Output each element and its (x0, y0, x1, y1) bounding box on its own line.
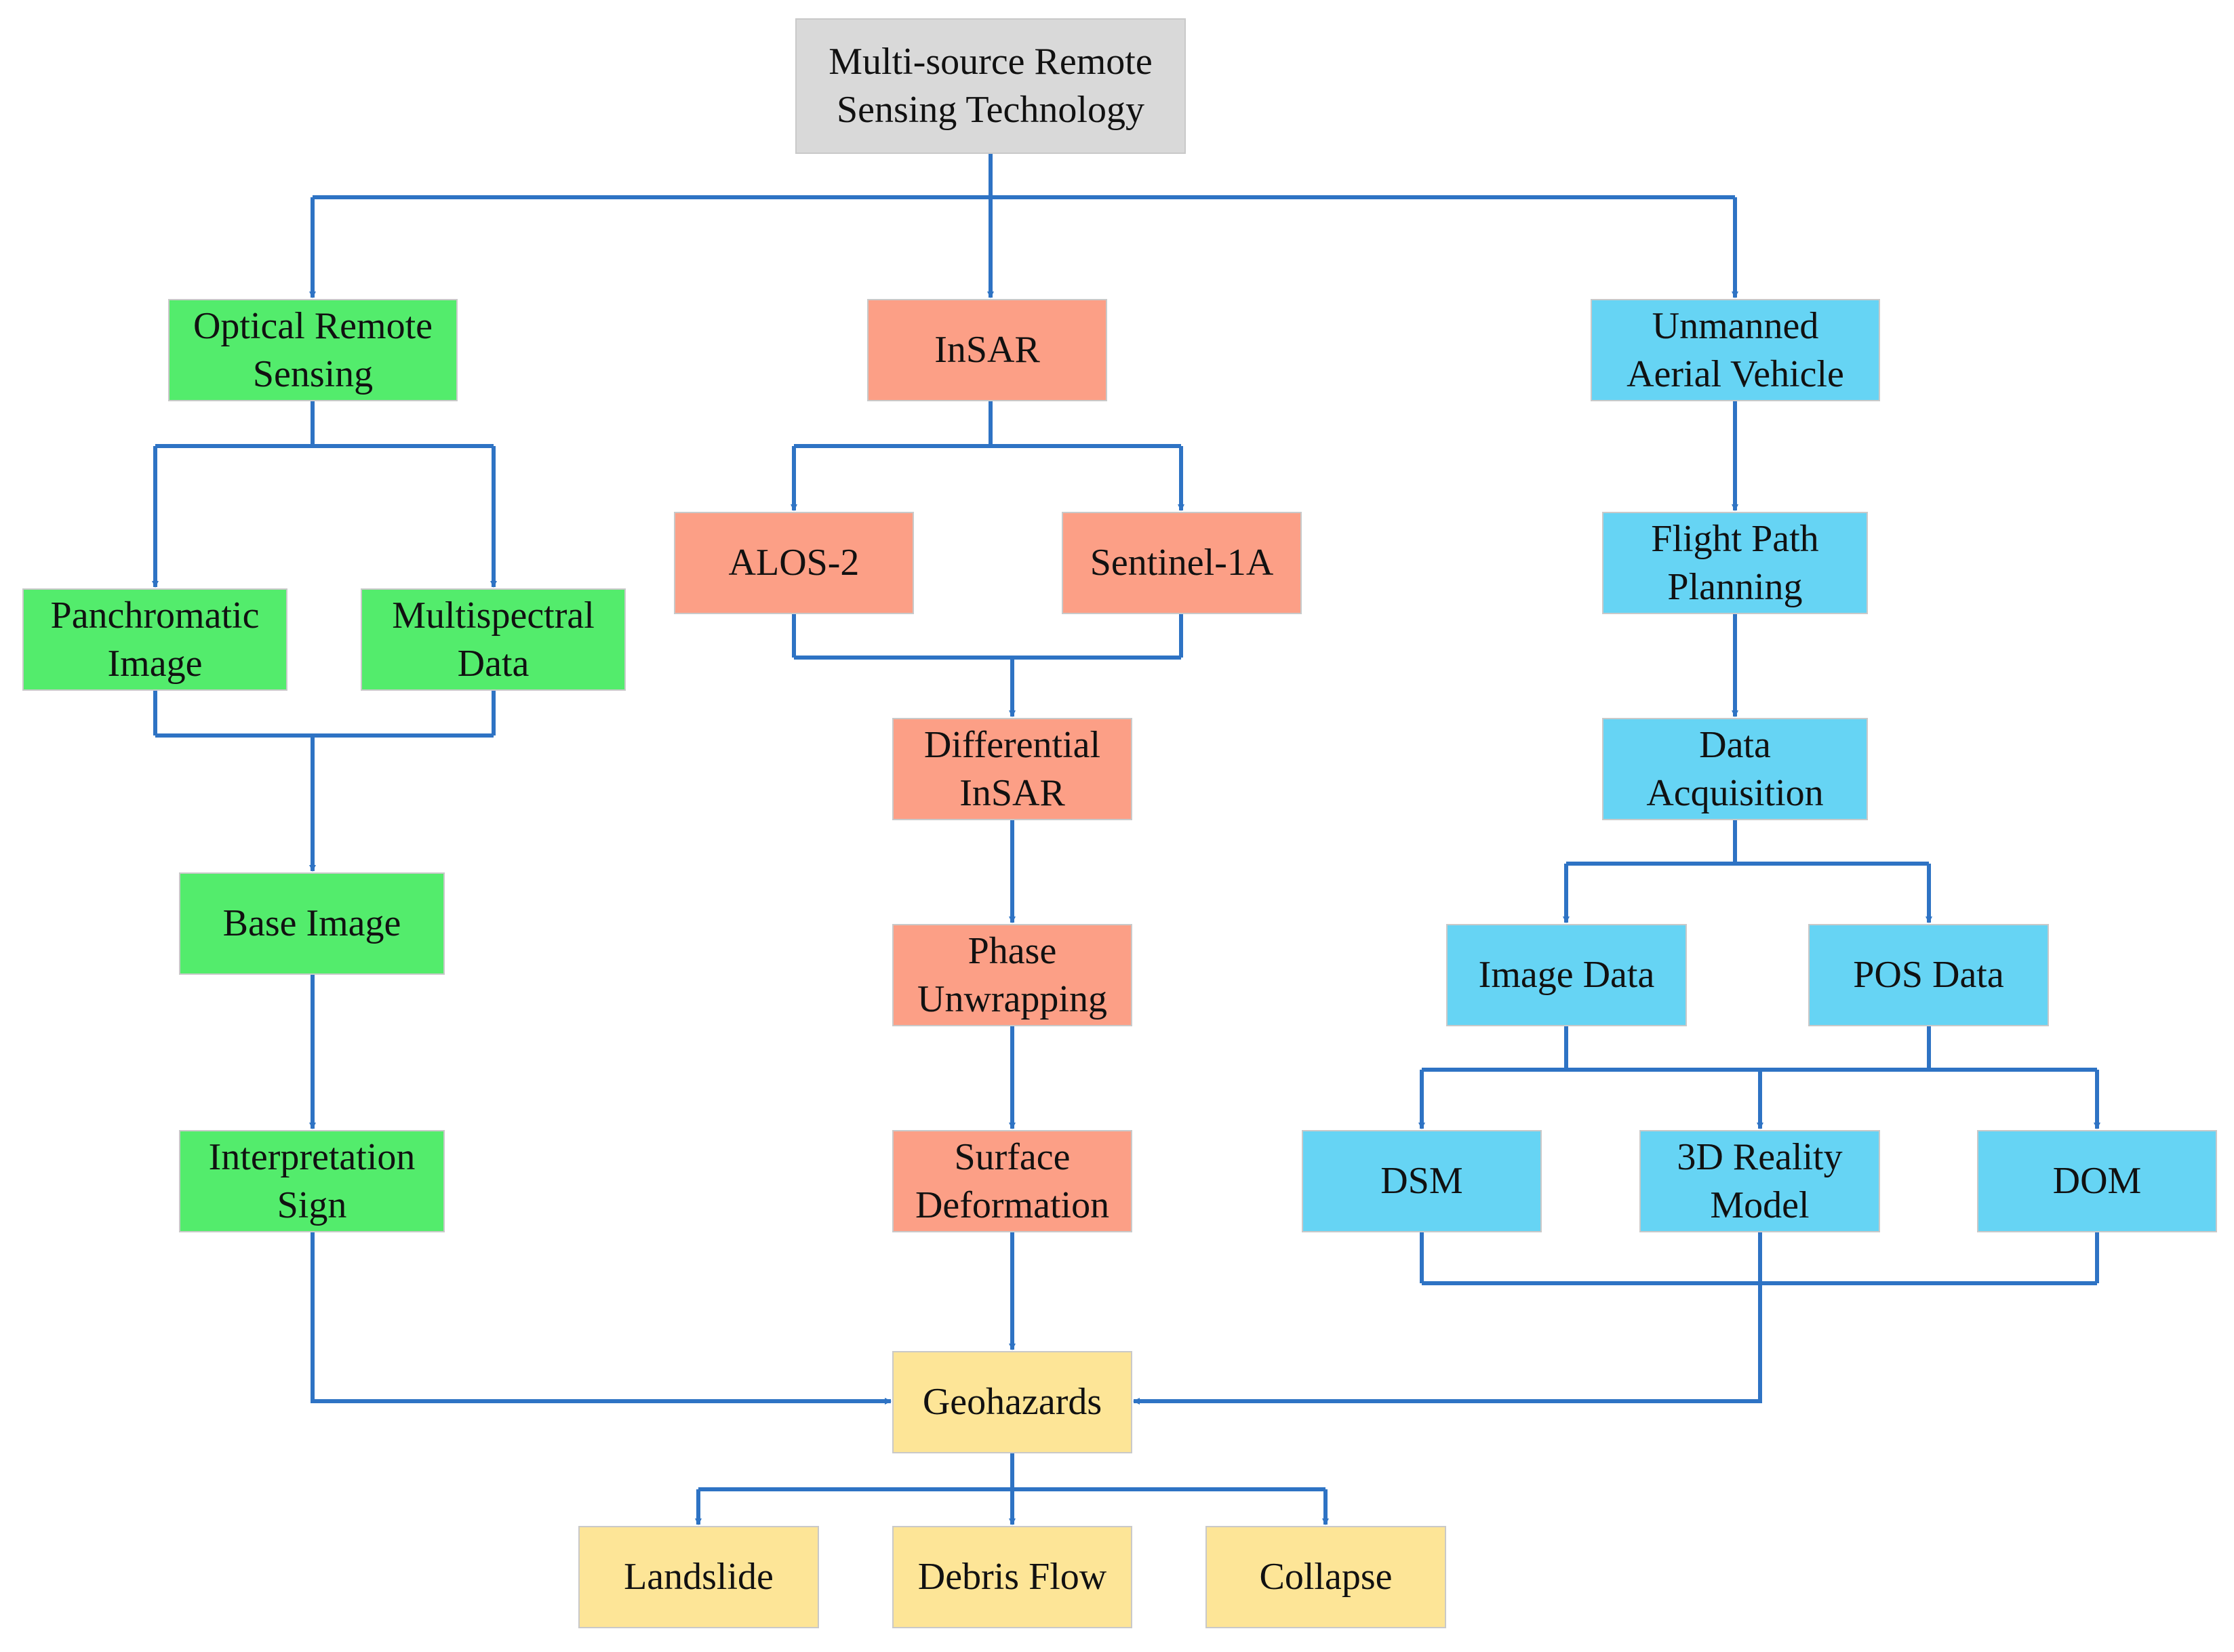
node-interpretation-sign[interactable]: Interpretation Sign (179, 1130, 445, 1232)
arrow-reality-to-geohazards (1133, 1232, 1762, 1405)
node-unmanned-aerial-vehicle[interactable]: Unmanned Aerial Vehicle (1591, 299, 1880, 401)
node-label: 3D Reality Model (1677, 1135, 1843, 1226)
node-multispectral-data[interactable]: Multispectral Data (361, 588, 626, 691)
node-label: POS Data (1853, 954, 2004, 996)
node-label: Geohazards (922, 1381, 1102, 1423)
node-label: Flight Path Planning (1651, 517, 1819, 608)
node-differential-insar[interactable]: Differential InSAR (892, 718, 1132, 820)
node-pos-data[interactable]: POS Data (1808, 924, 2049, 1026)
arrow-interpretation-to-geohazards (311, 1232, 892, 1405)
node-label: Surface Deformation (915, 1135, 1110, 1226)
node-label: Base Image (222, 902, 401, 944)
edges-group (152, 154, 2100, 1525)
node-label: ALOS-2 (728, 542, 860, 584)
node-surface-deformation[interactable]: Surface Deformation (892, 1130, 1132, 1232)
node-multi-source-remote-sensing[interactable]: Multi-source Remote Sensing Technology (795, 18, 1186, 154)
node-label: Debris Flow (917, 1556, 1107, 1598)
node-label: Multi-source Remote Sensing Technology (829, 41, 1153, 131)
node-dsm[interactable]: DSM (1302, 1130, 1542, 1232)
node-label: Sentinel-1A (1090, 542, 1274, 584)
node-image-data[interactable]: Image Data (1446, 924, 1687, 1026)
node-debris-flow[interactable]: Debris Flow (892, 1526, 1132, 1628)
node-label: InSAR (934, 329, 1040, 371)
node-label: Interpretation Sign (208, 1135, 416, 1226)
node-label: Landslide (624, 1556, 774, 1598)
node-optical-remote-sensing[interactable]: Optical Remote Sensing (168, 299, 458, 401)
node-geohazards[interactable]: Geohazards (892, 1351, 1132, 1453)
node-label: Unmanned Aerial Vehicle (1627, 304, 1844, 395)
node-label: Image Data (1478, 954, 1655, 996)
node-phase-unwrapping[interactable]: Phase Unwrapping (892, 924, 1132, 1026)
node-base-image[interactable]: Base Image (179, 872, 445, 975)
node-panchromatic-image[interactable]: Panchromatic Image (22, 588, 287, 691)
node-label: Multispectral Data (392, 594, 595, 685)
node-data-acquisition[interactable]: Data Acquisition (1602, 718, 1868, 820)
node-collapse[interactable]: Collapse (1205, 1526, 1446, 1628)
node-dom[interactable]: DOM (1977, 1130, 2217, 1232)
node-flight-path-planning[interactable]: Flight Path Planning (1602, 512, 1868, 614)
node-3d-reality-model[interactable]: 3D Reality Model (1639, 1130, 1880, 1232)
node-label: Phase Unwrapping (917, 929, 1107, 1020)
node-label: DSM (1380, 1160, 1463, 1202)
node-label: Differential InSAR (923, 723, 1101, 814)
node-label: DOM (2052, 1160, 2142, 1202)
node-label: Optical Remote Sensing (193, 304, 433, 395)
node-alos-2[interactable]: ALOS-2 (674, 512, 914, 614)
node-label: Data Acquisition (1646, 723, 1824, 814)
node-label: Collapse (1259, 1556, 1393, 1598)
node-landslide[interactable]: Landslide (578, 1526, 819, 1628)
node-sentinel-1a[interactable]: Sentinel-1A (1062, 512, 1302, 614)
node-insar[interactable]: InSAR (867, 299, 1107, 401)
node-label: Panchromatic Image (50, 594, 260, 685)
